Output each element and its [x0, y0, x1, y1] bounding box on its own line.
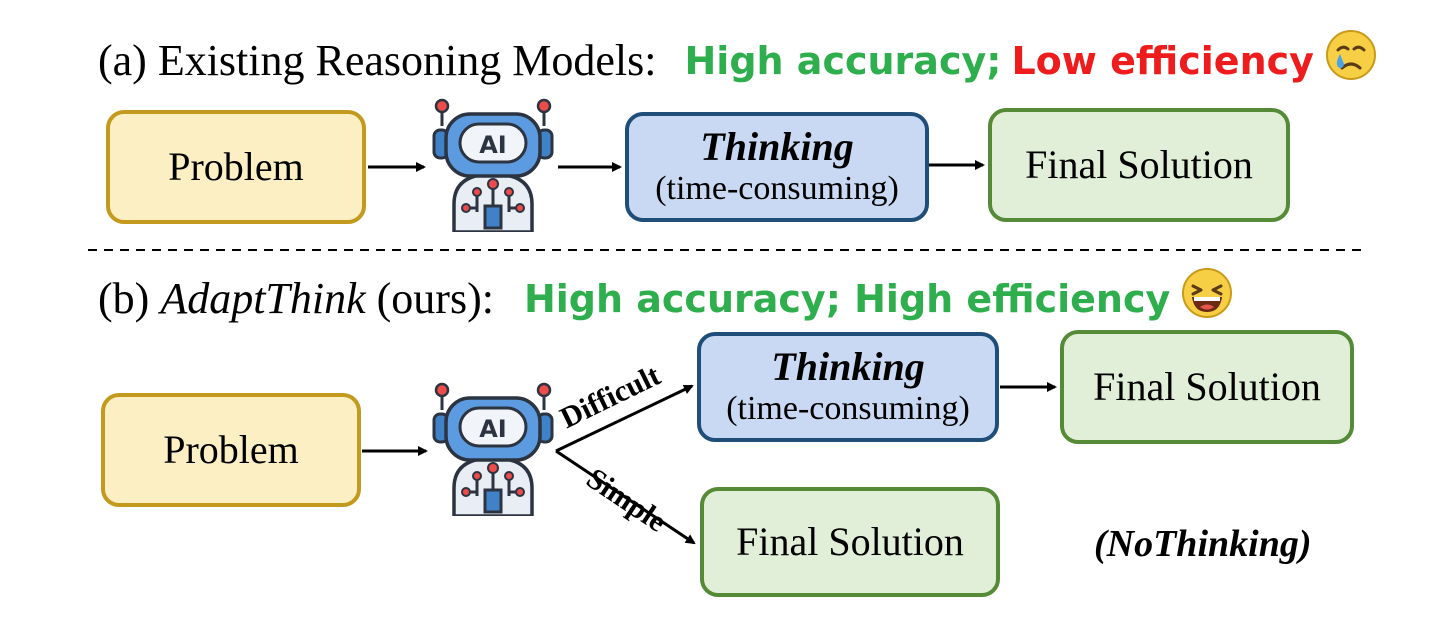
- arrow-b-simple-branch: [555, 449, 696, 545]
- thinking-subtitle: (time-consuming): [726, 390, 970, 428]
- robot-ai-icon: AI: [432, 380, 554, 518]
- crying-face-icon: [1324, 28, 1378, 93]
- robot-text: AI: [479, 131, 507, 159]
- section-b-ours: (ours):: [365, 274, 494, 323]
- section-b-heading: (b) AdaptThink (ours): High accuracy; Hi…: [98, 266, 1234, 331]
- thinking-subtitle: (time-consuming): [655, 170, 899, 208]
- final-solution-box-thinking: Final Solution: [1060, 330, 1354, 444]
- final-solution-box-nothinking: Final Solution: [700, 487, 1000, 597]
- final-solution-label: Final Solution: [736, 519, 964, 564]
- nothinking-note: (NoThinking): [1094, 523, 1312, 565]
- final-solution-box-a: Final Solution: [988, 108, 1290, 222]
- thinking-box-b: Thinking (time-consuming): [697, 332, 999, 442]
- section-a-efficiency: Low efficiency: [1011, 38, 1314, 83]
- problem-box-a: Problem: [106, 110, 366, 224]
- final-solution-label: Final Solution: [1093, 364, 1321, 409]
- thinking-title: Thinking: [771, 344, 925, 390]
- laughing-face-icon: [1180, 266, 1234, 331]
- arrow-b-difficult-branch: [555, 384, 694, 453]
- section-a-heading: (a) Existing Reasoning Models: High accu…: [98, 28, 1378, 93]
- robot-ai-icon: AI: [432, 96, 554, 234]
- problem-box-b: Problem: [101, 393, 361, 507]
- section-a-accuracy: High accuracy;: [684, 38, 1002, 83]
- section-b-method-name: AdaptThink: [160, 274, 366, 323]
- thinking-box-a: Thinking (time-consuming): [625, 112, 929, 222]
- section-b-prefix: (b): [98, 274, 161, 323]
- problem-label: Problem: [168, 144, 304, 189]
- problem-label: Problem: [163, 427, 299, 472]
- robot-text: AI: [479, 415, 507, 443]
- final-solution-label: Final Solution: [1025, 142, 1253, 187]
- section-b-accuracy-efficiency: High accuracy; High efficiency: [523, 276, 1171, 321]
- thinking-title: Thinking: [700, 124, 854, 170]
- section-a-prefix: (a) Existing Reasoning Models:: [98, 36, 657, 85]
